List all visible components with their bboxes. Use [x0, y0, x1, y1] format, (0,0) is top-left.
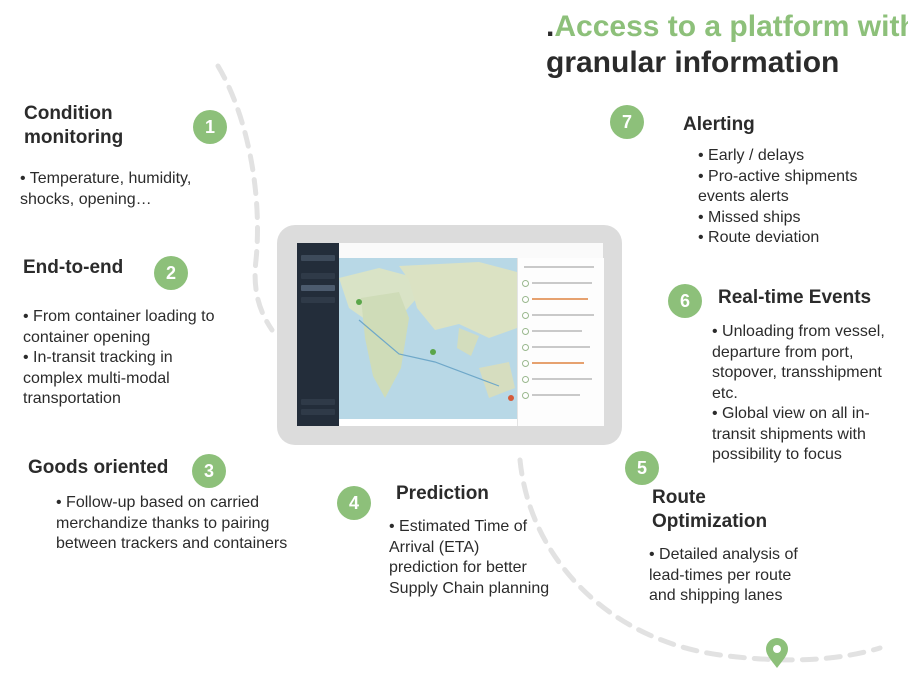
- page-title-line1: .Access to a platform with: [546, 10, 908, 44]
- feature-1-title: Condition monitoring: [24, 103, 124, 148]
- feature-6-body: • Unloading from vessel, departure from …: [712, 323, 885, 463]
- feature-7-badge: 7: [610, 105, 644, 139]
- feature-2-body: • From container loading to container op…: [23, 308, 215, 407]
- feature-7-body: • Early / delays • Pro-active shipments …: [698, 147, 858, 246]
- feature-5-body: • Detailed analysis of lead-times per ro…: [649, 546, 798, 604]
- title-dot: .: [546, 10, 555, 43]
- feature-5-badge: 5: [625, 451, 659, 485]
- feature-4-title: Prediction: [396, 483, 489, 504]
- dashed-route-left: [215, 63, 275, 333]
- feature-4-badge: 4: [337, 486, 371, 520]
- feature-3-badge: 3: [192, 454, 226, 488]
- feature-5-title: Route Optimization: [652, 487, 768, 532]
- feature-2-title: End-to-end: [23, 257, 124, 278]
- feature-1-badge: 1: [193, 110, 227, 144]
- title-accent-text: Access to a platform with: [554, 10, 908, 43]
- events-panel: [517, 258, 604, 426]
- feature-3-title: Goods oriented: [28, 457, 169, 478]
- app-topbar: [339, 243, 603, 259]
- feature-1-body: • Temperature, humidity, shocks, opening…: [20, 170, 192, 208]
- feature-6-title: Real-time Events: [718, 287, 872, 308]
- app-sidebar: [297, 243, 339, 426]
- feature-7-title: Alerting: [683, 114, 755, 135]
- feature-4-body: • Estimated Time of Arrival (ETA) predic…: [389, 518, 550, 597]
- feature-2-badge: 2: [154, 256, 188, 290]
- world-map: [339, 258, 517, 419]
- feature-3-body: • Follow-up based on carried merchandize…: [56, 494, 288, 552]
- dashed-route-right: [517, 457, 883, 663]
- feature-6-badge: 6: [668, 284, 702, 318]
- map-pin-icon: [766, 638, 788, 668]
- page-title-line2: granular information: [546, 46, 840, 79]
